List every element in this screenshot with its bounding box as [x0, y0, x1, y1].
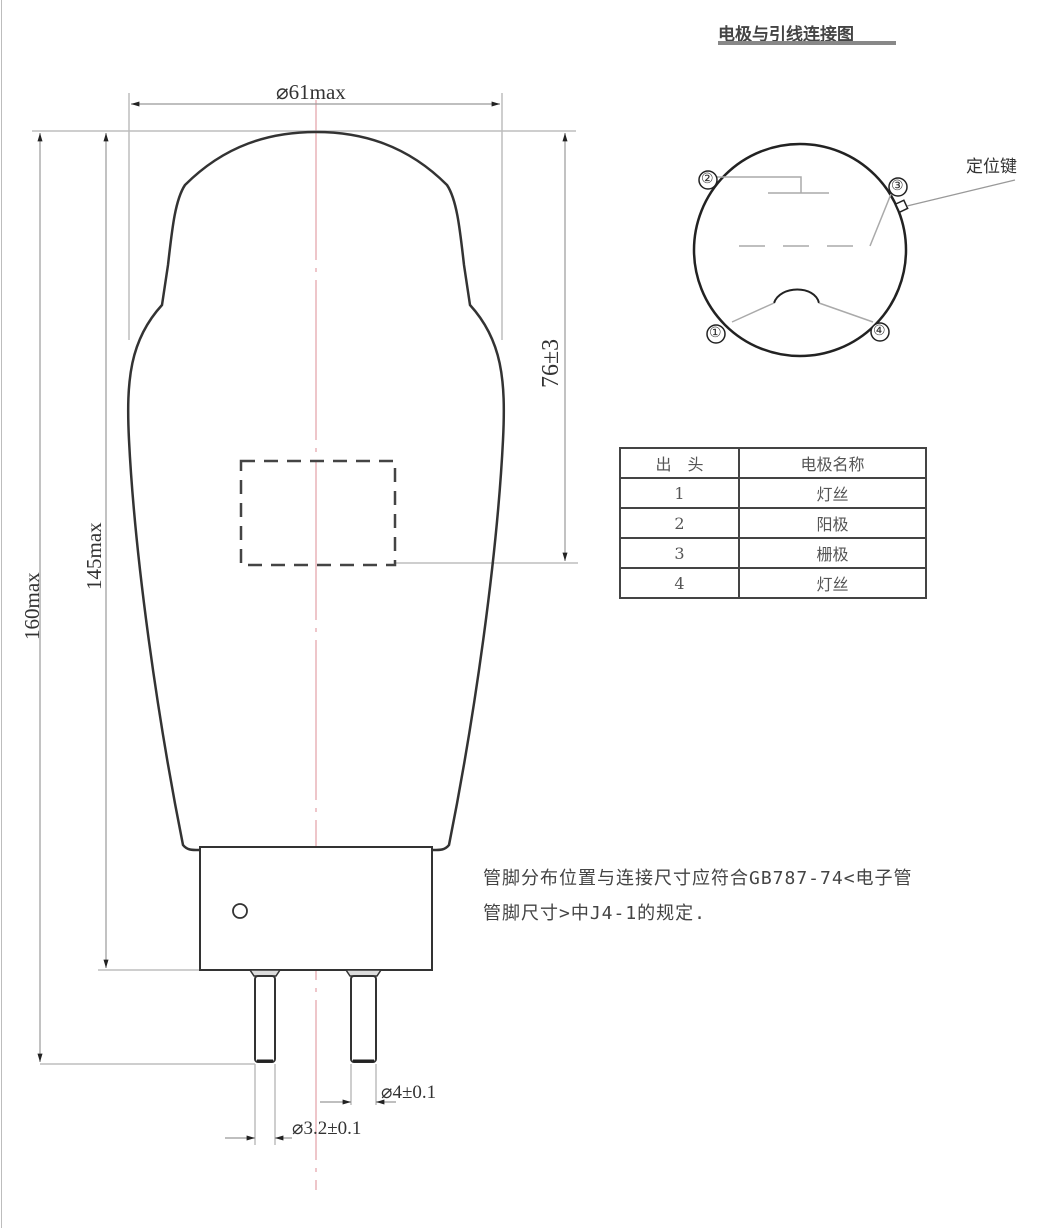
- dim-bulb-diameter: ⌀61max: [276, 80, 346, 104]
- note-line-1: 管脚分布位置与连接尺寸应符合GB787-74<电子管: [483, 868, 913, 889]
- pin-label-1: ①: [709, 326, 722, 341]
- dim-pin-diameter-small: ⌀3.2±0.1: [292, 1118, 362, 1139]
- table-row: 2 阳极: [619, 507, 927, 539]
- header-pin: 出 头: [619, 447, 740, 479]
- pin-label-4: ④: [873, 324, 886, 339]
- pin-cell: 2: [619, 507, 740, 539]
- bulb-outline: [126, 130, 506, 852]
- extension-lines: [32, 93, 578, 1145]
- frame-border: [1, 0, 2, 1228]
- dim-electrode-position: 76±3: [538, 338, 564, 388]
- base-locator-hole: [232, 903, 248, 919]
- base-view-diagram: [692, 142, 1016, 358]
- pin-label-3: ③: [891, 179, 904, 194]
- tube-base: [199, 846, 433, 971]
- locating-key-label: 定位键: [966, 157, 1017, 177]
- table-row: 4 灯丝: [619, 567, 927, 599]
- pin-cell: 1: [619, 477, 740, 509]
- title-underline: [718, 41, 896, 45]
- pin-right: [344, 969, 383, 1063]
- pin-cell: 3: [619, 537, 740, 569]
- dim-pin-diameter-large: ⌀4±0.1: [381, 1082, 437, 1103]
- electrode-cell: 栅极: [738, 537, 927, 569]
- pin-label-2: ②: [701, 172, 714, 187]
- table-row: 3 栅极: [619, 537, 927, 569]
- electrode-region: [239, 459, 397, 567]
- pin-left: [248, 969, 282, 1063]
- pin-assignment-table: 出 头 电极名称 1 灯丝 2 阳极 3 栅极 4 灯丝: [619, 447, 927, 599]
- dim-seated-height: 145max: [82, 522, 106, 590]
- table-header-row: 出 头 电极名称: [619, 447, 927, 479]
- electrode-cell: 阳极: [738, 507, 927, 539]
- pin-cell: 4: [619, 567, 740, 599]
- dim-overall-height: 160max: [20, 572, 44, 640]
- table-row: 1 灯丝: [619, 477, 927, 509]
- electrode-cell: 灯丝: [738, 477, 927, 509]
- dimension-lines: [37, 101, 568, 1141]
- electrode-cell: 灯丝: [738, 567, 927, 599]
- diagram-title: 电极与引线连接图: [718, 25, 854, 45]
- header-electrode: 电极名称: [738, 447, 927, 479]
- note-line-2: 管脚尺寸>中J4-1的规定.: [483, 903, 707, 924]
